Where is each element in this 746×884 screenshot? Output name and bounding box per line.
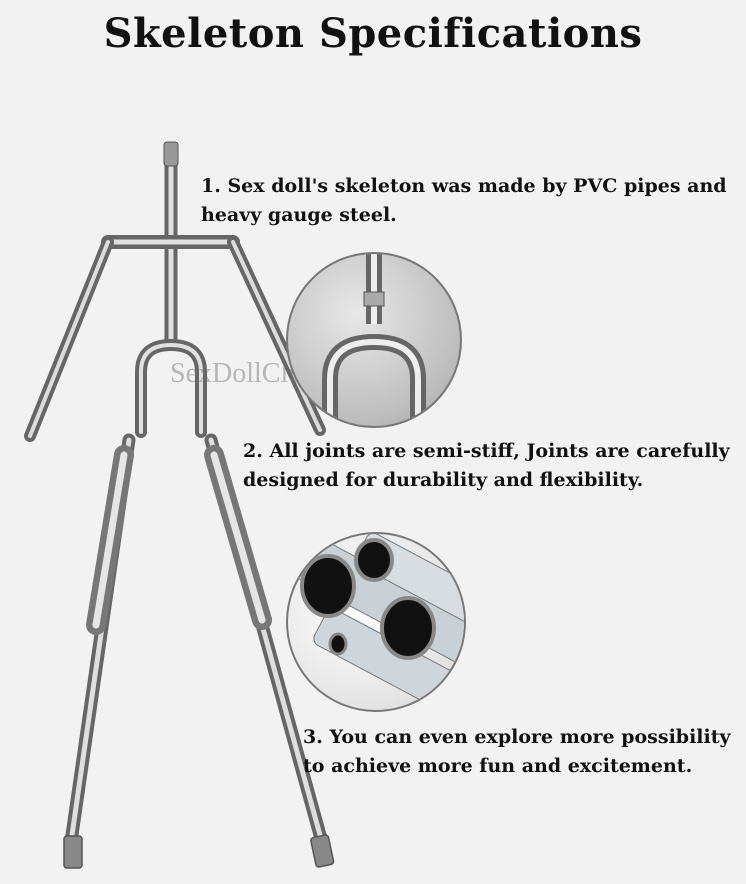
skeleton-frame (24, 141, 327, 842)
left-foot (63, 835, 83, 869)
pipe-closeup (286, 532, 466, 712)
spec-text-1: 1. Sex doll's skeleton was made by PVC p… (201, 175, 727, 226)
right-foot (310, 834, 335, 868)
spec-text-3: 3. You can even explore more possibility… (303, 726, 731, 777)
neck-connector (163, 141, 179, 167)
spec-text-2: 2. All joints are semi-stiff, Joints are… (243, 440, 730, 491)
page-title: Skeleton Specifications (103, 10, 643, 57)
joint-closeup-illustration (322, 254, 426, 426)
feet (63, 834, 335, 869)
joint-closeup (286, 252, 462, 428)
pipe-closeup-illustration (288, 534, 464, 710)
